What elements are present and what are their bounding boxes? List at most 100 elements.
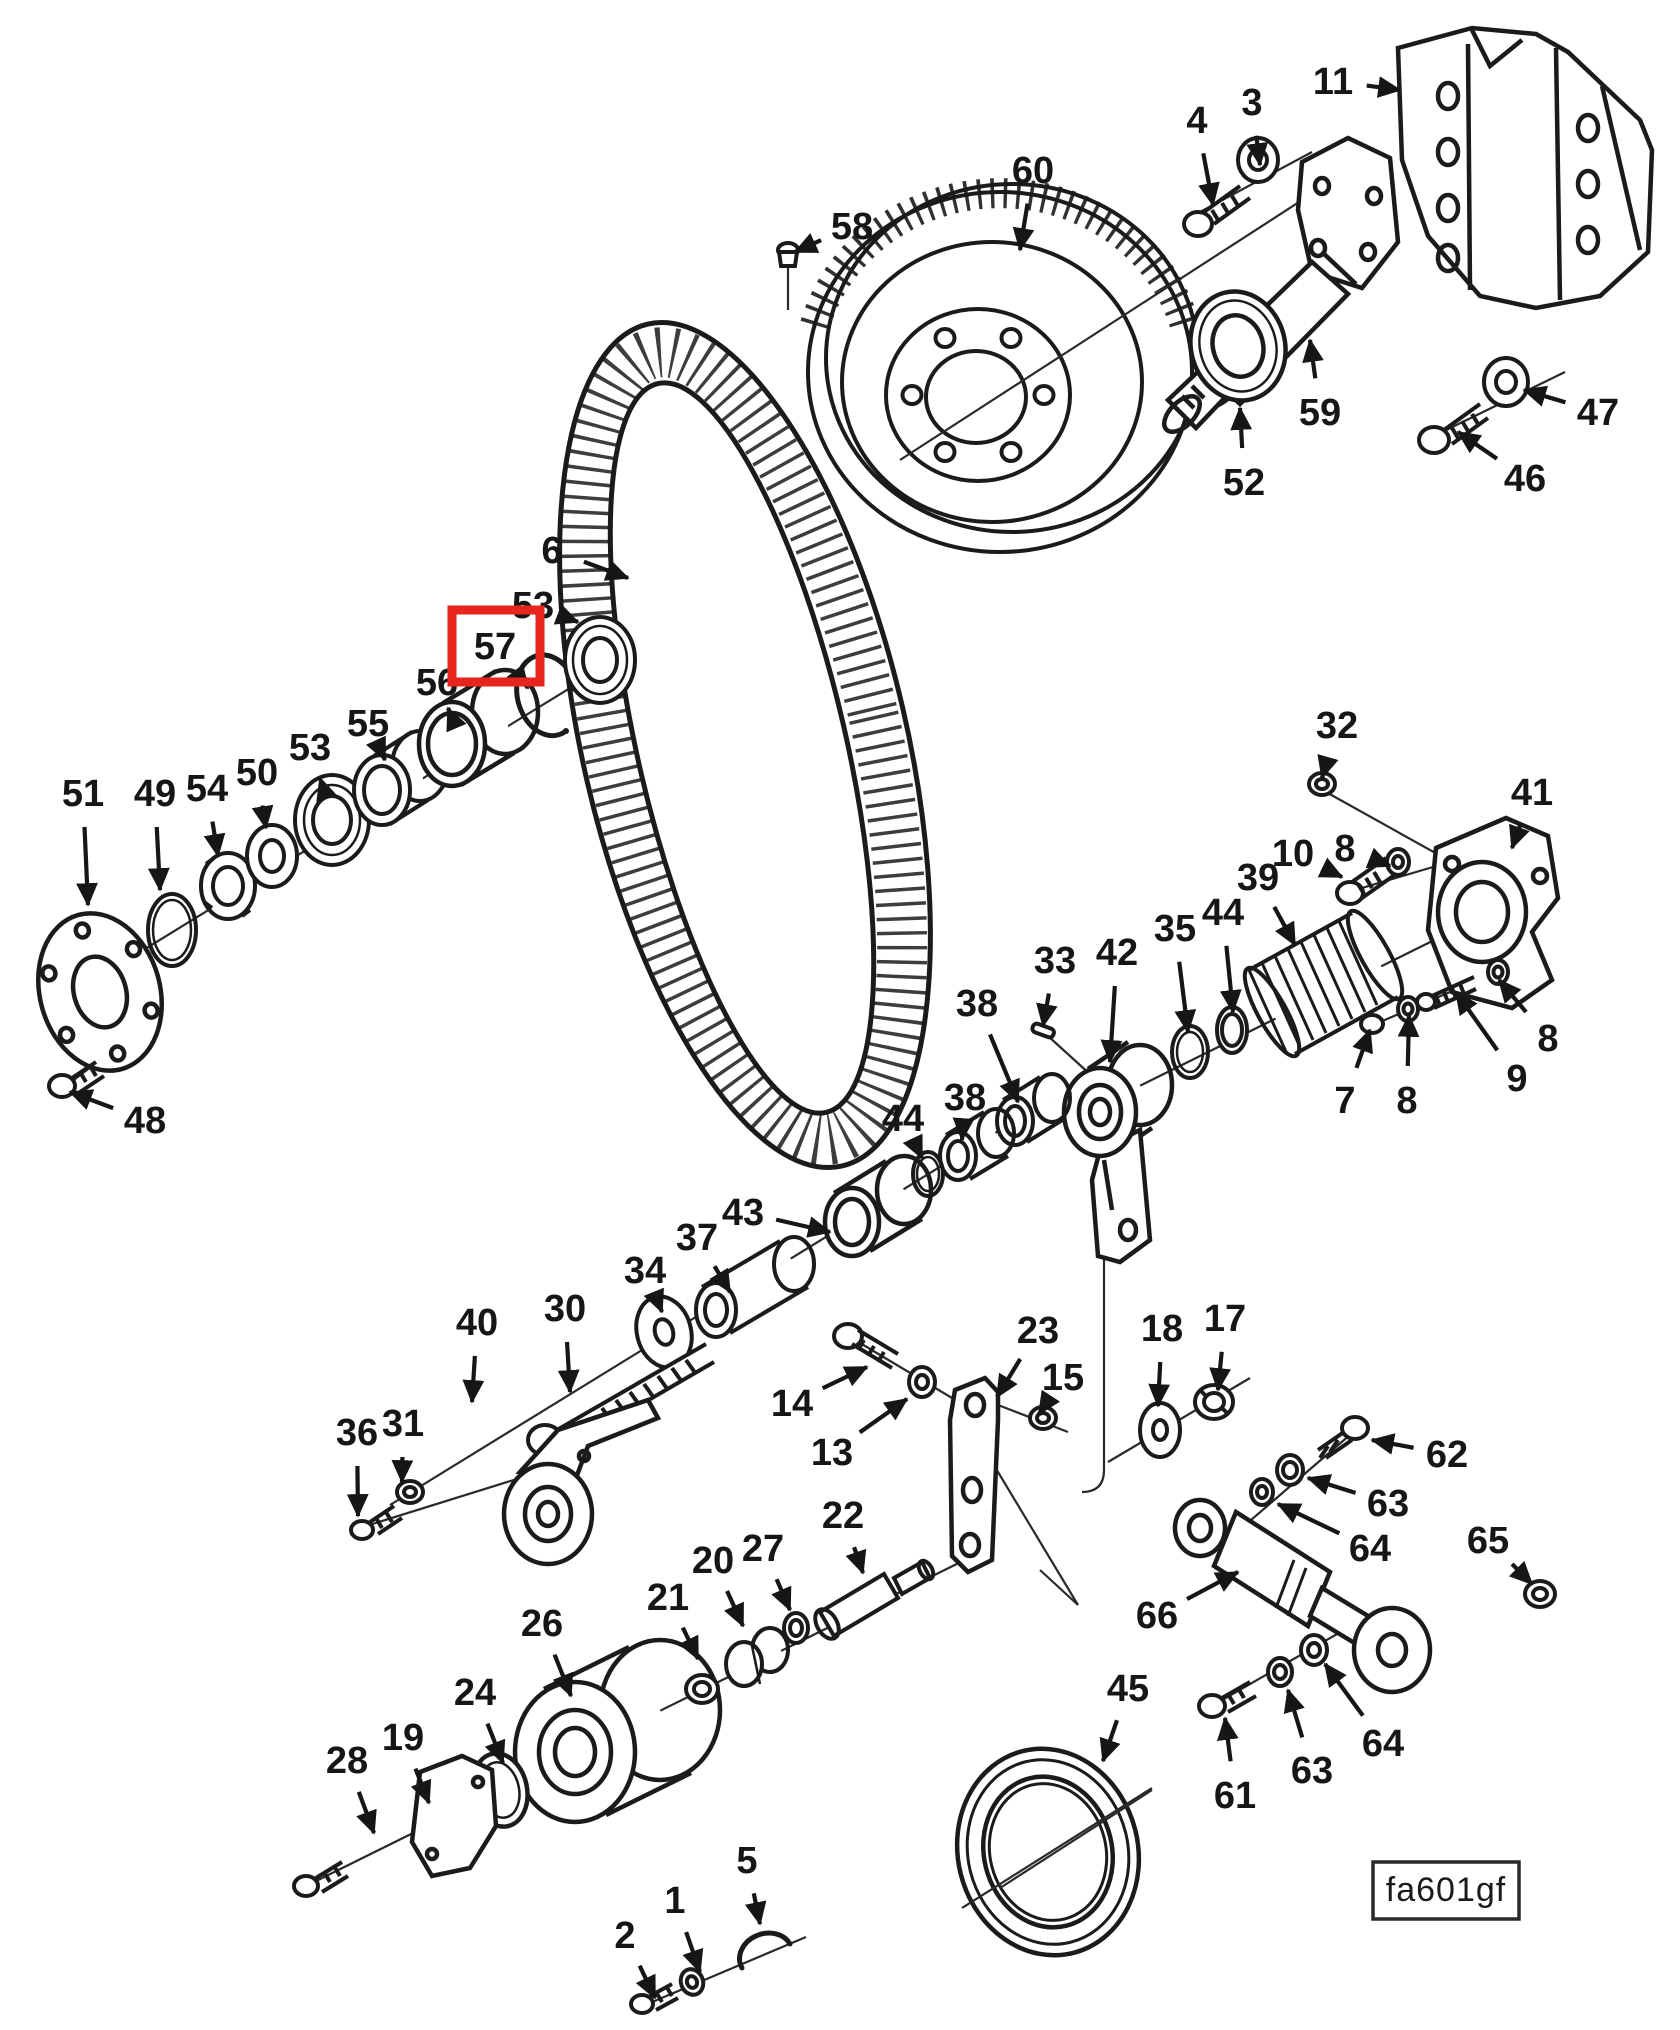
callout-34: 34 <box>624 1250 666 1292</box>
callout-arrow-47 <box>1522 385 1567 407</box>
callout-2: 2 <box>614 1915 635 1957</box>
part-washer-18-nut-17 <box>1138 1383 1235 1459</box>
part-oring-49 <box>146 892 198 968</box>
part-pivot-arm-42 <box>1061 1040 1175 1265</box>
callout-arrow-50 <box>251 804 274 830</box>
part-mount-40 <box>501 1397 662 1567</box>
callout-arrow-3 <box>1246 135 1269 167</box>
callout-7: 7 <box>1334 1080 1355 1122</box>
callout-arrow-44 <box>902 1133 924 1160</box>
part-sleeve-55 <box>352 729 450 827</box>
callout-35: 35 <box>1154 908 1196 950</box>
callout-50: 50 <box>236 752 278 794</box>
part-shock-66 <box>1172 1497 1433 1695</box>
part-tube-37 <box>694 1235 816 1339</box>
callout-arrow-11 <box>1366 76 1402 98</box>
part-spacer-38a <box>995 1072 1072 1147</box>
callout-arrow-14 <box>821 1365 869 1391</box>
callout-6: 6 <box>541 530 562 572</box>
callout-19: 19 <box>382 1717 424 1759</box>
part-shaft-support <box>1162 135 1401 434</box>
callout-arrow-63 <box>1283 1688 1305 1739</box>
part-bolt-48 <box>47 1060 106 1099</box>
callout-64: 64 <box>1362 1723 1404 1765</box>
highlight-box-57 <box>447 605 545 687</box>
part-link-23 <box>947 1375 1001 1575</box>
callout-18: 18 <box>1141 1308 1183 1350</box>
callout-arrow-23 <box>995 1357 1023 1399</box>
callout-arrow-9 <box>1454 990 1500 1052</box>
callout-39: 39 <box>1237 857 1279 899</box>
callout-1: 1 <box>664 1880 685 1922</box>
part-bearing-53a <box>563 615 637 705</box>
part-oring-35 <box>1170 1024 1210 1080</box>
callout-arrow-37 <box>709 1265 732 1294</box>
callout-14: 14 <box>771 1383 813 1425</box>
callout-15: 15 <box>1042 1357 1084 1399</box>
callout-arrow-30 <box>557 1341 580 1394</box>
part-rod-end-22 <box>813 1558 936 1641</box>
callout-arrow-64 <box>1323 1662 1365 1717</box>
callout-arrow-7 <box>1352 1028 1373 1069</box>
part-bolt-10-washer-8 <box>1335 847 1411 906</box>
callout-43: 43 <box>722 1192 764 1234</box>
callout-26: 26 <box>521 1603 563 1645</box>
part-bracket-41 <box>1425 815 1561 1011</box>
callout-41: 41 <box>1511 772 1553 814</box>
callout-arrow-24 <box>484 1722 506 1765</box>
part-nut-65 <box>1523 1579 1557 1609</box>
callout-13: 13 <box>811 1432 853 1474</box>
callout-55: 55 <box>347 703 389 745</box>
callout-8: 8 <box>1334 828 1355 870</box>
callout-21: 21 <box>647 1577 689 1619</box>
callout-arrow-62 <box>1370 1433 1414 1455</box>
callout-arrow-38 <box>952 1117 975 1142</box>
callout-57: 57 <box>474 626 516 668</box>
callout-arrow-43 <box>775 1216 832 1238</box>
callout-arrow-20 <box>724 1590 745 1628</box>
callout-arrow-53 <box>553 604 580 625</box>
callout-46: 46 <box>1504 458 1546 500</box>
callout-arrow-44 <box>1219 945 1242 1014</box>
callout-arrow-5 <box>744 1892 767 1926</box>
callout-arrow-45 <box>1099 1719 1121 1763</box>
callout-arrow-22 <box>845 1546 867 1575</box>
part-mounting-bracket <box>1395 25 1655 311</box>
callout-30: 30 <box>544 1288 586 1330</box>
part-locknut-54 <box>199 851 257 921</box>
callout-arrow-17 <box>1209 1351 1231 1392</box>
callout-24: 24 <box>454 1672 496 1714</box>
callout-58: 58 <box>831 206 873 248</box>
callout-arrow-26 <box>552 1653 574 1698</box>
callout-arrow-1 <box>682 1931 704 1974</box>
part-nut-21-roller-20-washer-27 <box>684 1611 810 1705</box>
callout-9: 9 <box>1506 1058 1527 1100</box>
callout-8: 8 <box>1537 1018 1558 1060</box>
callout-arrow-8 <box>1497 978 1528 1014</box>
callout-11: 11 <box>1313 61 1353 103</box>
part-washer-3-bolt-4 <box>1182 136 1280 238</box>
callout-arrow-42 <box>1100 985 1123 1064</box>
part-ring-45 <box>954 1746 1142 1958</box>
callout-5: 5 <box>736 1840 757 1882</box>
callout-arrow-54 <box>203 821 226 858</box>
part-washer-31-bolt-36 <box>349 1479 425 1541</box>
callout-arrow-63 <box>1306 1474 1357 1495</box>
callout-arrow-59 <box>1302 338 1324 379</box>
callout-33: 33 <box>1034 940 1076 982</box>
part-bolt-28 <box>292 1860 350 1898</box>
callout-45: 45 <box>1107 1668 1149 1710</box>
callout-3: 3 <box>1241 82 1262 124</box>
callout-23: 23 <box>1017 1310 1059 1352</box>
callout-40: 40 <box>456 1302 498 1344</box>
callout-layer: 1234567888910111314151718192021222324262… <box>62 61 1619 2000</box>
callout-31: 31 <box>382 1403 424 1445</box>
callout-60: 60 <box>1012 150 1054 192</box>
part-seal-52 <box>1188 289 1288 403</box>
callout-arrow-55 <box>365 735 387 762</box>
part-fitting-58 <box>776 241 800 268</box>
callout-arrow-8 <box>1397 1013 1420 1067</box>
callout-arrow-46 <box>1456 430 1499 461</box>
